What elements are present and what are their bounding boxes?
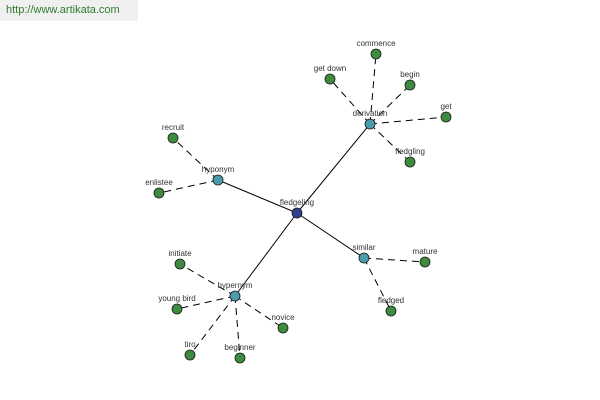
leaf-node-initiate[interactable]: initiate — [168, 249, 192, 270]
edge-derivation-to-get-down — [329, 78, 371, 125]
edge-hyponym-to-recruit — [172, 137, 219, 181]
leaf-node-dot[interactable] — [440, 111, 452, 123]
edge-derivation-to-begin — [369, 84, 411, 125]
leaf-node-mature[interactable]: mature — [413, 247, 438, 268]
center-node-dot[interactable] — [291, 207, 303, 219]
leaf-node-beginner[interactable]: beginner — [224, 343, 256, 364]
leaf-node-dot[interactable] — [174, 258, 186, 270]
leaf-node-label: fledgling — [395, 147, 425, 156]
relation-node-dot[interactable] — [229, 290, 241, 302]
leaf-node-young-bird[interactable]: young bird — [158, 294, 196, 315]
relation-node-dot[interactable] — [212, 174, 224, 186]
edge-hypernym-to-beginner — [234, 295, 241, 359]
leaf-node-get[interactable]: get — [440, 102, 452, 123]
leaf-node-novice[interactable]: novice — [271, 313, 295, 334]
edge-center-to-derivation — [296, 123, 371, 214]
leaf-node-dot[interactable] — [324, 73, 336, 85]
leaf-node-dot[interactable] — [153, 187, 165, 199]
leaf-node-label: enlistee — [145, 178, 173, 187]
leaf-node-label: recruit — [162, 123, 185, 132]
leaf-node-label: young bird — [158, 294, 195, 303]
leaf-node-tiro[interactable]: tiro — [184, 340, 196, 361]
edge-derivation-to-fledgling — [369, 123, 411, 163]
relation-node-label: derivation — [353, 109, 388, 118]
leaf-node-dot[interactable] — [277, 322, 289, 334]
leaf-node-label: tiro — [184, 340, 196, 349]
leaf-node-label: get down — [314, 64, 346, 73]
leaf-node-label: mature — [413, 247, 438, 256]
center-node-label: fledgeling — [280, 198, 314, 207]
leaf-node-label: beginner — [224, 343, 255, 352]
relation-node-derivation[interactable]: derivation — [353, 109, 388, 130]
leaf-node-dot[interactable] — [234, 352, 246, 364]
leaf-node-dot[interactable] — [167, 132, 179, 144]
leaf-node-fledgling[interactable]: fledgling — [395, 147, 425, 168]
edge-similar-to-mature — [363, 257, 426, 263]
leaf-node-dot[interactable] — [404, 156, 416, 168]
edge-similar-to-fledged — [363, 257, 392, 312]
edge-hypernym-to-tiro — [189, 295, 236, 356]
leaf-node-label: novice — [271, 313, 295, 322]
relation-node-label: hyponym — [202, 165, 235, 174]
edge-hypernym-to-novice — [234, 295, 284, 329]
edge-center-to-hypernym — [234, 212, 298, 297]
leaf-node-begin[interactable]: begin — [400, 70, 420, 91]
watermark-url[interactable]: http://www.artikata.com — [0, 0, 138, 21]
leaf-node-label: begin — [400, 70, 420, 79]
leaf-node-enlistee[interactable]: enlistee — [145, 178, 173, 199]
leaf-node-label: initiate — [168, 249, 192, 258]
edge-center-to-hyponym — [217, 179, 298, 214]
leaf-node-label: commence — [356, 39, 396, 48]
leaf-node-dot[interactable] — [184, 349, 196, 361]
leaf-node-dot[interactable] — [370, 48, 382, 60]
leaf-node-dot[interactable] — [385, 305, 397, 317]
edge-hypernym-to-young-bird — [176, 295, 236, 310]
center-node-fledgeling[interactable]: fledgeling — [280, 198, 314, 219]
relation-node-dot[interactable] — [364, 118, 376, 130]
relation-node-hyponym[interactable]: hyponym — [202, 165, 235, 186]
edge-center-to-similar — [296, 212, 365, 259]
leaf-node-get-down[interactable]: get down — [314, 64, 346, 85]
relation-node-hypernym[interactable]: hypernym — [217, 281, 253, 302]
leaf-node-label: get — [440, 102, 452, 111]
graph-nodes: fledgeling derivation commence get down begi… — [145, 39, 452, 364]
leaf-node-commence[interactable]: commence — [356, 39, 396, 60]
relation-node-label: hypernym — [217, 281, 252, 290]
edge-derivation-to-get — [369, 116, 447, 125]
relation-node-similar[interactable]: similar — [352, 243, 376, 264]
edge-hyponym-to-enlistee — [158, 179, 219, 194]
leaf-node-recruit[interactable]: recruit — [162, 123, 185, 144]
leaf-node-fledged[interactable]: fledged — [378, 296, 404, 317]
leaf-node-dot[interactable] — [419, 256, 431, 268]
leaf-node-dot[interactable] — [171, 303, 183, 315]
edge-hypernym-to-initiate — [179, 263, 236, 297]
relation-node-label: similar — [352, 243, 375, 252]
leaf-node-label: fledged — [378, 296, 404, 305]
leaf-node-dot[interactable] — [404, 79, 416, 91]
relation-node-dot[interactable] — [358, 252, 370, 264]
graph-edges — [158, 53, 447, 359]
